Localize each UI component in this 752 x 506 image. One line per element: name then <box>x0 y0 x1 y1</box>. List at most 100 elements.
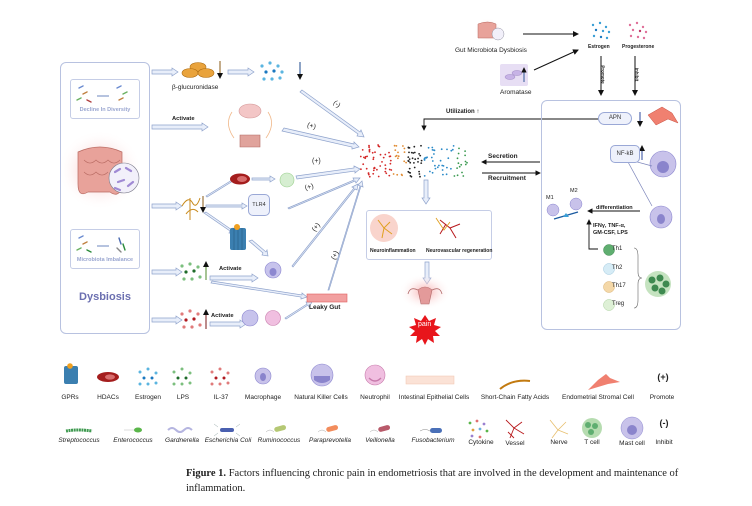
cytokine-dot <box>382 156 385 159</box>
cytokine-dot <box>408 167 411 170</box>
cytokine-dot <box>466 161 468 164</box>
cytokine-dot <box>458 165 461 168</box>
endometrial-panel <box>541 100 681 330</box>
cytokine-dot <box>462 175 465 177</box>
legend-label: T cell <box>584 439 600 446</box>
cytokine-dot <box>368 175 371 178</box>
legend-label: Macrophage <box>244 394 282 401</box>
lps-dots <box>180 262 202 281</box>
legend-label: LPS <box>176 394 190 401</box>
cytokine-dot <box>438 164 440 167</box>
cytokine-dot <box>388 174 391 177</box>
cytokine-dot <box>429 170 431 173</box>
th2-label: Th2 <box>612 265 623 271</box>
cytokine-dot <box>389 162 392 165</box>
cytokine-dot <box>379 165 382 167</box>
cytokine-dot <box>366 155 368 158</box>
cytokine-dot <box>440 148 443 151</box>
cytokine-dot <box>441 169 444 171</box>
cytokine-cloud <box>359 144 468 178</box>
cytokine-dot <box>363 156 365 159</box>
legend-label: Vessel <box>505 440 525 447</box>
gut-dysbiosis-label: Gut Microbiota Dysbiosis <box>455 47 527 54</box>
cytokine-dot <box>417 161 419 163</box>
differentiation-label: differentiation <box>596 205 633 211</box>
pathway-arrows <box>151 67 432 329</box>
legend-label: Fusobacterium <box>411 437 455 444</box>
cytokine-dot <box>430 156 433 159</box>
estrogen-cluster <box>591 21 611 40</box>
activate-label-2: Activate <box>219 266 242 272</box>
estrogen-dots <box>260 61 284 81</box>
legend-label: Intestinal Epithelial Cells <box>398 394 470 401</box>
cytokine-dot <box>395 154 398 157</box>
cytokine-dot <box>403 160 406 163</box>
cytokine-dot <box>419 154 422 157</box>
cytokine-dot <box>426 156 428 159</box>
bacteria-decline-icon <box>76 85 128 103</box>
cytokine-dot <box>442 173 444 176</box>
cytokine-dot <box>397 157 399 160</box>
cytokine-dot <box>419 175 421 178</box>
aromatase-label: Aromatase <box>500 89 532 96</box>
legend-label: Paraprevotella <box>309 437 351 444</box>
progesterone-label: Progesterone <box>622 44 655 50</box>
cytokine-dot <box>372 169 375 172</box>
cytokine-dot <box>456 167 458 170</box>
cytokine-dot <box>456 157 459 160</box>
cytokine-dot <box>384 153 387 156</box>
cytokine-dot <box>408 158 411 161</box>
legend-label: HDACs <box>97 394 119 401</box>
cytokine-dot <box>464 160 467 163</box>
treg-icon <box>603 299 615 311</box>
cytokine-dot <box>457 152 460 155</box>
recruitment-label: Recruitment <box>488 175 526 182</box>
cytokine-dot <box>418 170 420 173</box>
nk-cell-icon <box>241 309 259 327</box>
cytokine-dot <box>431 146 434 149</box>
cytokine-dot <box>407 160 410 162</box>
m1-label: M1 <box>546 195 554 201</box>
cytokine-dot <box>411 157 414 160</box>
cytokine-dot <box>361 149 364 151</box>
microbiota-imbalance-label: Microbiota Imbalance <box>76 257 134 263</box>
cytokine-arrow <box>586 219 598 250</box>
cytokine-dot <box>372 172 375 175</box>
secretion-label: Secretion <box>488 153 518 160</box>
cytokine-dot <box>413 166 416 169</box>
cytokine-dot <box>397 151 399 154</box>
cytokine-dot <box>377 144 379 146</box>
cytokine-dot <box>360 168 362 171</box>
cytokine-dot <box>376 168 378 171</box>
cytokine-dot <box>394 149 397 152</box>
cytokine-dot <box>446 166 448 169</box>
t-cell-cluster-icon <box>645 271 671 297</box>
m2-label: M2 <box>570 188 578 194</box>
legend-label: Cytokine <box>468 439 494 446</box>
brace <box>633 247 643 309</box>
cytokine-dot <box>447 157 450 160</box>
cytokine-dot <box>392 173 395 175</box>
cytokine-dot <box>381 161 383 163</box>
cytokine-dot <box>431 171 434 174</box>
neuroinflammation-label: Neuroinflammation <box>370 248 416 254</box>
neuro-outcomes-box <box>366 210 492 260</box>
legend-label: GPRs <box>61 394 79 401</box>
legend-label: Nerve <box>550 439 568 446</box>
cytokine-dot <box>384 164 387 167</box>
bacteria-imbalance-icon <box>76 235 126 253</box>
cytokine-dot <box>367 172 370 175</box>
cytokine-dot <box>367 173 370 176</box>
legend-icons-row2 <box>65 416 644 440</box>
cytokine-dot <box>362 163 365 166</box>
tlr4-box: TLR4 <box>248 194 270 216</box>
legend-label: Promote <box>649 394 675 401</box>
legend-label: Enterococcus <box>113 437 153 444</box>
cytokine-dot <box>389 159 392 162</box>
cytokine-dot <box>364 157 367 160</box>
cytokine-dot <box>388 151 390 154</box>
cytokine-dot <box>364 155 367 158</box>
t-cell-icon <box>279 172 295 188</box>
legend-label: Inhibit <box>655 439 673 446</box>
cytokine-dot <box>384 167 387 170</box>
